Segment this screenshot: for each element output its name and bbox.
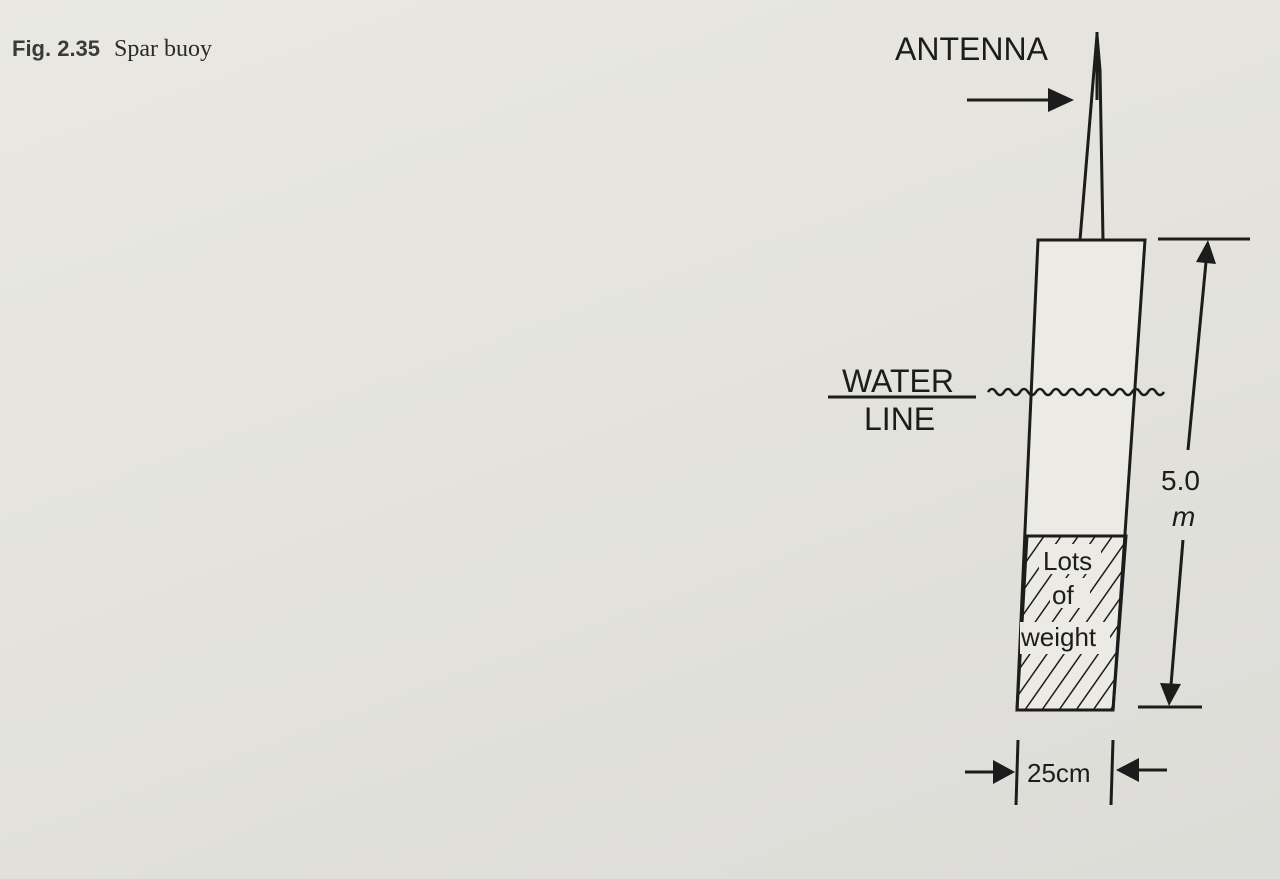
water-label-bottom: LINE — [864, 401, 935, 437]
figure-caption: Fig. 2.35 Spar buoy — [12, 36, 212, 63]
antenna-mast — [1078, 32, 1105, 241]
height-unit: m — [1172, 501, 1195, 532]
weight-label-bg-3 — [1020, 622, 1110, 654]
antenna-arrow — [967, 88, 1074, 112]
weight-label-line2: of — [1052, 580, 1074, 610]
weight-label-bg-2 — [1050, 578, 1090, 608]
water-label-top: WATER — [842, 363, 954, 399]
figure-title: Spar buoy — [114, 36, 213, 62]
width-dimension — [965, 739, 1167, 806]
height-dimension — [1138, 237, 1250, 709]
width-value: 25cm — [1027, 758, 1091, 788]
weight-label-bg-1 — [1039, 544, 1101, 574]
figure-number: Fig. 2.35 — [12, 36, 101, 61]
height-value: 5.0 — [1161, 465, 1200, 496]
weight-label-line3: weight — [1020, 622, 1097, 652]
weight-label-line1: Lots — [1043, 546, 1092, 576]
water-wave-line — [986, 387, 1166, 397]
antenna-label: ANTENNA — [895, 31, 1049, 67]
